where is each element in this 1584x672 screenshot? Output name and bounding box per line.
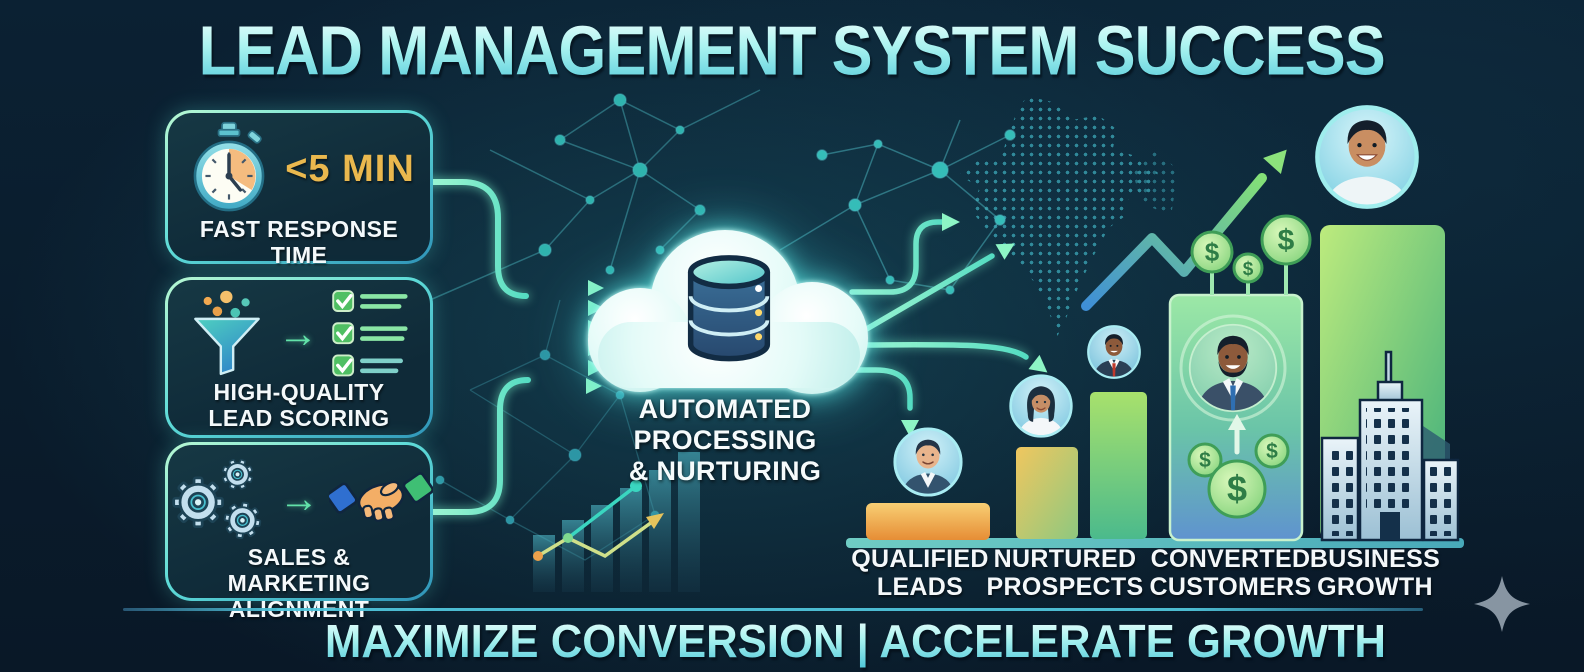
arrow-right-icon: → [278, 312, 318, 356]
network-decoration-right [779, 119, 1016, 295]
handshake-icon [329, 472, 433, 522]
feature-card-lead-scoring: → [165, 277, 433, 438]
title-bar: LEAD MANAGEMENT SYSTEM SUCCESS [0, 10, 1584, 90]
qualified-leads-bar [866, 503, 990, 540]
svg-text:$: $ [1243, 259, 1254, 280]
page-title: LEAD MANAGEMENT SYSTEM SUCCESS [198, 10, 1386, 90]
svg-text:$: $ [1266, 440, 1278, 463]
city-buildings-icon [1320, 350, 1460, 542]
nurtured-prospects-bar [1016, 447, 1078, 539]
svg-text:$: $ [1227, 468, 1247, 509]
response-time-badge: <5 MIN [285, 147, 415, 190]
cloud-icon [588, 226, 870, 398]
hub-label: AUTOMATED PROCESSING & NURTURING [628, 394, 822, 486]
checklist-icon [332, 290, 408, 377]
coin-stems [1210, 264, 1288, 295]
suited-man-avatar-icon [1087, 325, 1141, 379]
funnel-icon [194, 290, 260, 376]
feature-card-alignment: → SALES & MARKETING AL [165, 442, 433, 621]
stopwatch-icon [193, 121, 265, 212]
chart-floor [846, 538, 1464, 548]
stage-label-qualified-leads: QUALIFIED LEADS [851, 545, 989, 601]
network-decoration-top [429, 89, 761, 301]
svg-text:$: $ [1278, 224, 1295, 257]
stage-label-converted-customers: CONVERTED CUSTOMERS [1149, 545, 1312, 601]
connector-arrows-in [425, 179, 593, 515]
mini-trend-chart [533, 452, 700, 592]
database-icon [687, 255, 771, 362]
sparkle-icon [1474, 576, 1530, 632]
stage-label-nurtured-prospects: NURTURED PROSPECTS [986, 545, 1144, 601]
feature-card-fast-response: <5 MIN FAST RESPONSE TIME [165, 110, 433, 268]
growth-zigzag-arrow [1081, 149, 1287, 311]
mid-green-bar [1090, 392, 1147, 539]
stage-label-business-growth: BUSINESS GROWTH [1309, 545, 1441, 601]
business-growth-avatar-icon [1315, 105, 1419, 209]
svg-text:$: $ [1205, 237, 1220, 267]
female-avatar-icon [1009, 374, 1073, 438]
tagline: MAXIMIZE CONVERSION | ACCELERATE GROWTH [324, 615, 1387, 667]
connector-arrows-out [849, 219, 1029, 411]
feature-label-fast-response: FAST RESPONSE TIME [199, 216, 399, 268]
footer-bar: MAXIMIZE CONVERSION | ACCELERATE GROWTH [128, 614, 1583, 668]
converted-customer-avatar-icon [1188, 323, 1278, 413]
gears-icon [172, 453, 265, 542]
connector-arrowheads-out [901, 213, 1048, 437]
feature-label-lead-scoring: HIGH-QUALITY LEAD SCORING [208, 379, 390, 431]
divider-line [123, 608, 1423, 611]
dollar-coin-labels: $ $ $ $ $ $ [1199, 224, 1295, 509]
arrow-right-icon: → [279, 477, 319, 521]
male-avatar-icon [893, 427, 963, 497]
svg-text:$: $ [1199, 449, 1211, 472]
dollar-coin-icons [1187, 214, 1312, 519]
